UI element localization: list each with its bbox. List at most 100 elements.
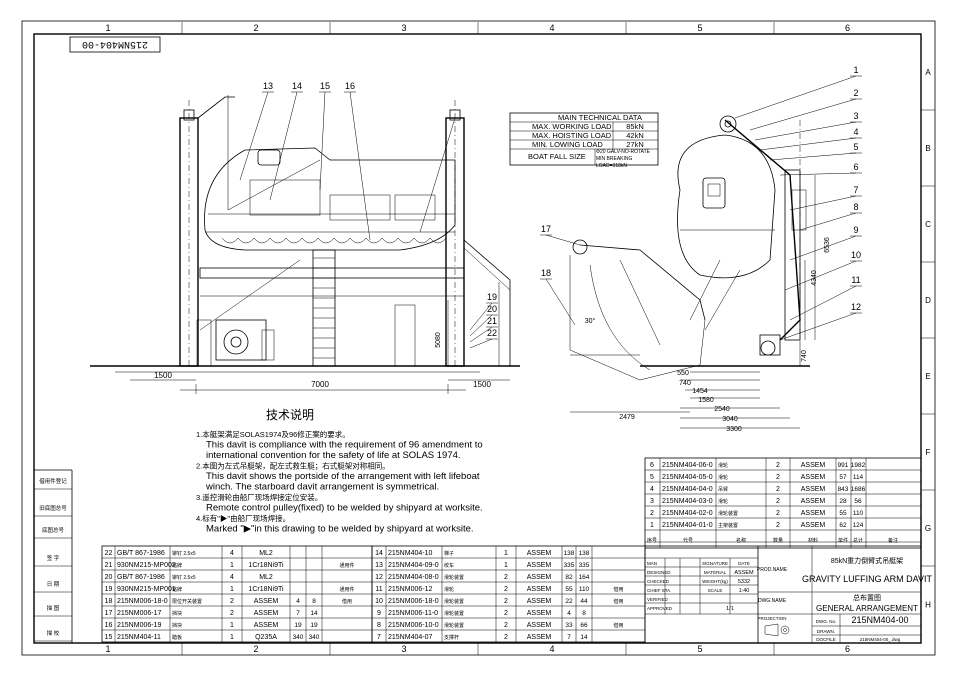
lower-right-row-code: 215NM404-07 (388, 634, 432, 641)
lower-right-row-weight-unit: 138 (564, 550, 575, 557)
lower-right-row-weight-unit: 4 (567, 610, 571, 617)
lower-right-row-weight-total: 44 (580, 598, 588, 605)
lower-right-row-material: ASSEM (527, 598, 552, 605)
grid-row-D: D (925, 296, 931, 305)
tech-row-4-value: Φ20 GALV-NO-ROTATE MIN BREAKING LOAD=318… (596, 149, 650, 169)
callout-4: 4 (853, 127, 858, 137)
lower-left-row-name: 铭牌 (172, 586, 182, 593)
lower-left-row-material: ASSEM (254, 622, 279, 629)
lower-right-row-weight-unit: 33 (565, 622, 573, 629)
lower-left-row-weight-total: 19 (310, 622, 318, 629)
lower-right-row-material: ASSEM (527, 574, 552, 581)
lower-right-row-qty: 1 (504, 562, 508, 569)
lower-right-row-material: ASSEM (527, 622, 552, 629)
upper-row-weight-unit: 28 (839, 498, 847, 505)
dim-front-3: 1500 (473, 380, 491, 389)
lower-left-row-qty: 2 (230, 598, 234, 605)
lower-left-row-name: 踏板 (172, 634, 182, 641)
sign-row-5: VERIFIED (647, 597, 669, 602)
lower-right-row-qty: 2 (504, 574, 508, 581)
callout-22: 22 (487, 328, 497, 338)
tech-row-1-value: 85kN (626, 122, 644, 131)
dim-side-2479: 2479 (619, 414, 635, 421)
upper-row-code: 215NM404-06-0 (662, 462, 713, 469)
lower-right-row-no: 10 (375, 598, 383, 605)
lower-right-row-code: 215NM006-10-0 (388, 622, 439, 629)
tech-data-table (509, 112, 659, 166)
lower-right-row-qty: 2 (504, 622, 508, 629)
grid-col-bottom-1: 1 (105, 644, 110, 654)
upper-row-weight-total: 110 (853, 510, 864, 517)
callout-9: 9 (853, 225, 858, 235)
lower-left-row-material: Q235A (255, 634, 277, 641)
tech-data-title: MAIN TECHNICAL DATA (558, 113, 642, 122)
lower-right-row-code: 215NM404-09-0 (388, 562, 439, 569)
dim-side-2540: 2540 (714, 406, 730, 413)
date-col-label: DATE (738, 561, 750, 566)
callout-3: 3 (853, 111, 858, 121)
dim-side-angle: 30° (585, 317, 596, 325)
lower-left-row-weight-unit: 19 (294, 622, 302, 629)
upper-header-7: 总计 (853, 537, 863, 544)
lower-left-row-material: ASSEM (254, 598, 279, 605)
dim-side-740b: 740 (801, 350, 808, 362)
callout-12: 12 (851, 302, 861, 312)
material-label: MATERIAL (704, 570, 727, 575)
lower-left-row-qty: 4 (230, 550, 234, 557)
upper-row-material: ASSEM (801, 498, 826, 505)
lower-right-row-no: 7 (377, 634, 381, 641)
lower-left-row-qty: 4 (230, 574, 234, 581)
file-label: DOCFILE (816, 637, 836, 642)
grid-row-A: A (925, 68, 931, 77)
lower-right-row-name: 滑轮装置 (444, 610, 464, 617)
lower-left-row-code: 215NM006-17 (117, 610, 161, 617)
lower-right-row-weight-total: 14 (580, 634, 588, 641)
lower-left-row-material: 1Cr18Ni9Ti (248, 562, 284, 569)
note-1-en-2: international convention for the safety … (206, 450, 461, 461)
lower-left-row-remark: 通用件 (339, 586, 354, 593)
grid-row-H: H (925, 601, 931, 610)
lower-right-row-code: 215NM404-10 (388, 550, 432, 557)
grid-row-C: C (925, 220, 931, 229)
lower-right-row-name: 梯子 (444, 550, 454, 557)
lower-right-row-name: 滑轮装置 (444, 598, 464, 605)
grid-col-top-1: 1 (105, 23, 110, 33)
upper-row-weight-total: 1982 (851, 462, 866, 469)
lower-left-row-name: 挡块 (172, 622, 182, 629)
upper-row-weight-total: 56 (854, 498, 862, 505)
lower-left-row-qty: 1 (230, 562, 234, 569)
lower-left-row-qty: 1 (230, 622, 234, 629)
upper-row-weight-total: 114 (853, 474, 864, 481)
grid-col-top-6: 6 (845, 23, 850, 33)
tech-row-1-label: MAX. WORKING LOAD (532, 122, 612, 131)
file-value: 215NM404-00_.dwg (860, 637, 901, 642)
upper-row-qty: 2 (776, 510, 780, 517)
upper-row-name: 滑轮 (718, 462, 728, 469)
lower-right-row-remark: 借用 (613, 622, 623, 629)
lower-left-row-name: 铆钉 2.5x5 (172, 550, 196, 557)
callout-8: 8 (853, 202, 858, 212)
lower-left-row-weight-total: 8 (312, 598, 316, 605)
lower-right-row-qty: 2 (504, 598, 508, 605)
lower-right-row-code: 215NM006-18-0 (388, 598, 439, 605)
sign-row-4: CHIEF STA. (647, 588, 671, 593)
lower-left-row-weight-unit: 340 (293, 634, 304, 641)
lower-right-row-remark: 借用 (613, 586, 623, 593)
lower-right-row-name: 支撑杆 (444, 634, 459, 641)
upper-row-code: 215NM404-01-0 (662, 522, 713, 529)
lower-right-row-weight-total: 335 (579, 562, 590, 569)
lower-left-row-remark: 借用 (342, 598, 352, 605)
upper-row-no: 1 (650, 522, 654, 529)
dim-side-550: 550 (677, 370, 689, 377)
projection-label: PROJECTION (757, 616, 786, 621)
lower-right-row-no: 9 (377, 610, 381, 617)
tech-row-4-label: BOAT FALL SIZE (528, 152, 586, 161)
callout-13: 13 (263, 81, 273, 91)
upper-row-name: 滑轮 (718, 498, 728, 505)
lower-left-row-no: 20 (105, 574, 113, 581)
note-2-cn: 2.本图为左式吊艇架，配左式救生艇；右式艇架对称相同。 (196, 461, 390, 471)
